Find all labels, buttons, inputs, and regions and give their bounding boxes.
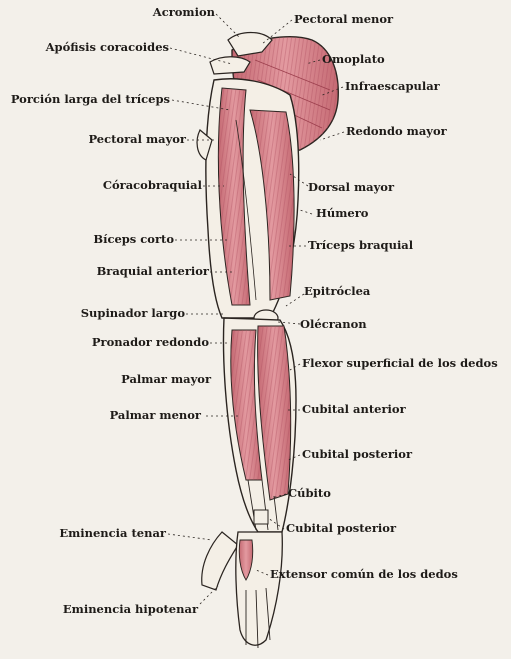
label-epitroclea: Epitróclea — [304, 285, 370, 298]
label-redondo-mayor: Redondo mayor — [346, 125, 447, 138]
label-eminencia-hipotenar: Eminencia hipotenar — [63, 603, 198, 616]
label-triceps-braquial: Tríceps braquial — [308, 239, 413, 252]
label-dorsal-mayor: Dorsal mayor — [308, 181, 394, 194]
label-olecranon: Olécranon — [300, 318, 367, 331]
label-braquial-anterior: Braquial anterior — [97, 265, 209, 278]
label-supinador-largo: Supinador largo — [81, 307, 185, 320]
label-omoplato: Omoplato — [322, 53, 385, 66]
label-porcion-larga-triceps: Porción larga del tríceps — [11, 93, 170, 106]
label-coracobraquial: Córacobraquial — [103, 179, 202, 192]
hand — [202, 532, 283, 648]
label-acromion: Acromion — [153, 6, 215, 19]
forearm — [224, 318, 297, 532]
label-cubito: Cúbito — [288, 487, 331, 500]
label-flexor-superficial: Flexor superficial de los dedos — [302, 357, 498, 370]
label-extensor-comun: Extensor común de los dedos — [270, 568, 458, 581]
label-pronador-redondo: Pronador redondo — [92, 336, 209, 349]
label-apofisis-coracoides: Apófisis coracoides — [46, 41, 169, 54]
upper-arm — [197, 79, 299, 318]
label-palmar-mayor: Palmar mayor — [121, 373, 211, 386]
label-eminencia-tenar: Eminencia tenar — [59, 527, 166, 540]
label-pectoral-mayor: Pectoral mayor — [88, 133, 186, 146]
label-palmar-menor: Palmar menor — [110, 409, 201, 422]
label-humero: Húmero — [316, 207, 368, 220]
label-biceps-corto: Bíceps corto — [93, 233, 174, 246]
label-cubital-posterior-lower: Cubital posterior — [286, 522, 396, 535]
label-cubital-posterior-upper: Cubital posterior — [302, 448, 412, 461]
label-pectoral-menor: Pectoral menor — [294, 13, 393, 26]
label-infraescapular: Infraescapular — [345, 80, 440, 93]
label-cubital-anterior: Cubital anterior — [302, 403, 406, 416]
